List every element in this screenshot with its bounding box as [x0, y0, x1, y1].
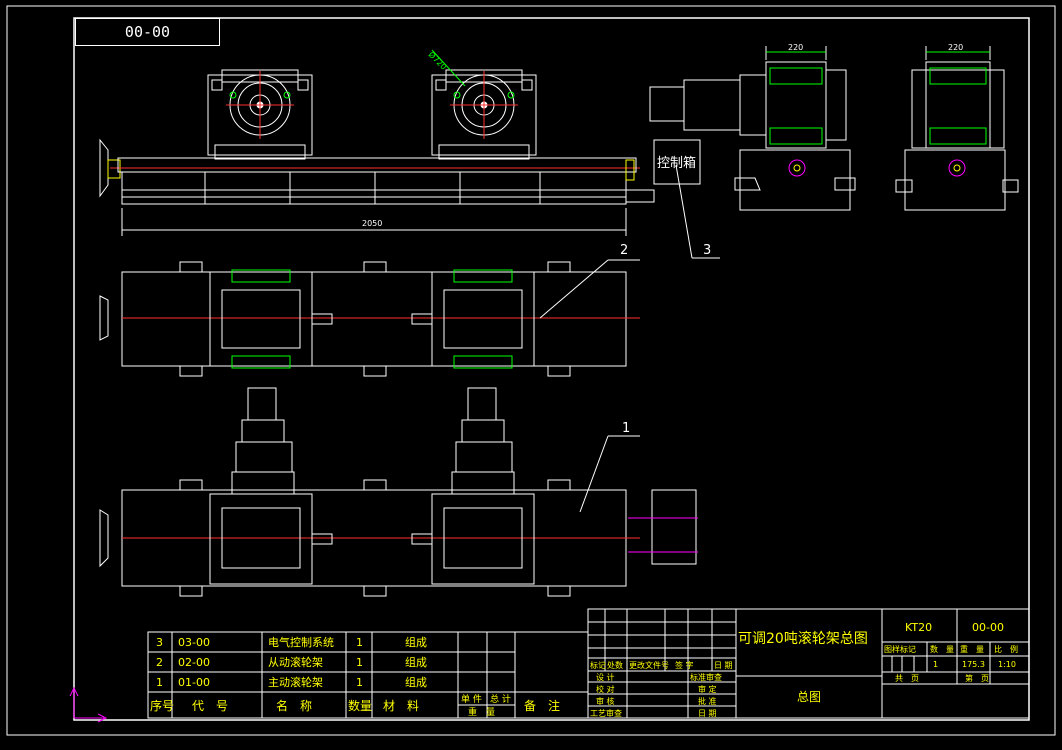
bom-header-no: 序号	[150, 698, 174, 713]
bom-row-2-name: 从动滚轮架	[268, 655, 323, 669]
base-frame-front	[121, 171, 627, 205]
plan-view-driven	[99, 259, 640, 377]
end-bracket	[625, 189, 655, 203]
scale-value: 1:10	[998, 660, 1016, 669]
roller-stand-front-2	[431, 69, 537, 160]
bom-row-1-note: 组成	[405, 675, 427, 689]
callout-3: 3	[703, 243, 711, 258]
diameter-leader	[431, 49, 466, 87]
bom-header-remark: 备 注	[524, 698, 560, 713]
rev-header-count: 处数	[607, 660, 623, 670]
inner-frame	[73, 17, 1030, 721]
bom-row-2-no: 2	[156, 656, 163, 669]
width-label-2: 220	[948, 43, 963, 52]
handwheel-front	[99, 138, 109, 198]
bom-header-weight: 重 量	[468, 706, 495, 718]
control-box: 控制箱	[653, 139, 720, 259]
callout-1: 1	[622, 421, 630, 436]
rev-header-mark: 标记	[590, 660, 606, 670]
bom-row-1-qty: 1	[356, 676, 363, 689]
bom-row-3-qty: 1	[356, 636, 363, 649]
bom-header-qty: 数量	[348, 698, 372, 713]
role-check: 校 对	[596, 684, 615, 694]
rev-header-doc: 更改文件号	[629, 660, 669, 670]
diameter-label: Ø720	[427, 49, 449, 71]
qty-value: 1	[933, 660, 938, 669]
bom-row-3-no: 3	[156, 636, 163, 649]
length-label: 2050	[362, 219, 382, 228]
sheet-number: 第 页	[965, 673, 989, 683]
stage-header: 图样标记	[884, 644, 916, 654]
weight-header: 重 量	[960, 644, 984, 654]
ucs-axis-icon	[69, 686, 108, 723]
bom-row-1-no: 1	[156, 676, 163, 689]
approval-standard: 标准审查	[690, 672, 722, 682]
bom-row-1-name: 主动滚轮架	[268, 675, 323, 689]
bom-row-3-note: 组成	[405, 635, 427, 649]
drawing-code: 00-00	[124, 23, 171, 41]
side-view-driven	[649, 46, 856, 211]
screw-shaft	[117, 157, 637, 173]
model-number: KT20	[905, 621, 932, 634]
roller-stand-front-1	[207, 69, 313, 160]
width-label-1: 220	[788, 43, 803, 52]
handwheel-hub	[107, 159, 121, 179]
role-design: 设 计	[596, 672, 615, 682]
bom-header-total-weight: 总 计	[490, 693, 511, 705]
rev-header-sign: 签 字	[675, 660, 694, 670]
approval-approve: 批 准	[698, 696, 717, 706]
plan-view-drive	[99, 387, 698, 597]
bom-row-3-name: 电气控制系统	[268, 635, 334, 649]
side-view-drive	[895, 46, 1019, 211]
callout-2: 2	[620, 243, 628, 258]
bom-header-code: 代 号	[192, 699, 228, 713]
outer-frame	[6, 5, 1056, 736]
bom-row-2-note: 组成	[405, 655, 427, 669]
control-box-label: 控制箱	[657, 155, 696, 171]
approval-date: 日 期	[698, 709, 717, 718]
bom-header-name: 名 称	[276, 698, 312, 713]
title-block	[587, 608, 1030, 719]
drawing-title: 可调20吨滚轮架总图	[738, 630, 868, 647]
bom-row-3-code: 03-00	[178, 636, 210, 649]
weight-value: 175.3	[962, 660, 985, 669]
role-process: 工艺审查	[590, 708, 622, 718]
qty-header: 数 量	[930, 644, 954, 654]
drawing-number: 00-00	[972, 621, 1004, 634]
bom-rows: 3 03-00 电气控制系统 1 组成 2 02-00 从动滚轮架 1 组成 1…	[150, 635, 560, 718]
bom-header-material: 材 料	[383, 699, 419, 713]
rev-header-date: 日 期	[714, 661, 733, 670]
sheet-total: 共 页	[895, 674, 919, 683]
drawing-subtitle: 总图	[797, 690, 821, 704]
bom-row-2-qty: 1	[356, 656, 363, 669]
approval-verify: 审 定	[698, 684, 717, 694]
bom-row-1-code: 01-00	[178, 676, 210, 689]
role-review: 审 核	[596, 696, 615, 706]
bom-header-unit-weight: 单 件	[461, 693, 482, 705]
scale-header: 比 例	[994, 644, 1018, 654]
title-block-text: 标记 处数 更改文件号 签 字 日 期 设 计 校 对 审 核 工艺审查 标准审…	[590, 621, 1018, 718]
bom-row-2-code: 02-00	[178, 656, 210, 669]
front-elevation-view	[99, 49, 655, 236]
